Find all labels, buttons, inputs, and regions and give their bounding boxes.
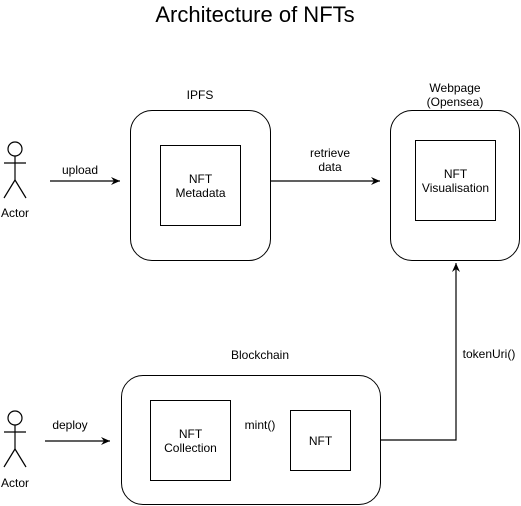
mint-label: mint()	[244, 418, 276, 432]
nft-visualisation-node: NFT Visualisation	[415, 140, 496, 221]
nft-node: NFT	[290, 410, 351, 471]
diagram-title: Architecture of NFTs	[155, 2, 355, 27]
actor-label-bottom: Actor	[0, 476, 29, 490]
actor-label-top: Actor	[0, 206, 29, 220]
webpage-label: Webpage (Opensea)	[426, 81, 484, 109]
deploy-label: deploy	[52, 418, 88, 432]
retrieve-data-label: retrieve data	[309, 146, 350, 174]
upload-label: upload	[61, 163, 99, 177]
actor-figure-bottom	[3, 410, 27, 468]
token-uri-arrow	[381, 263, 460, 441]
ipfs-label: IPFS	[186, 88, 214, 102]
blockchain-label: Blockchain	[230, 348, 290, 362]
token-uri-label: tokenUri()	[462, 347, 516, 361]
nft-metadata-node: NFT Metadata	[160, 145, 241, 226]
nft-collection-node: NFT Collection	[150, 400, 231, 481]
actor-figure-top	[3, 141, 27, 199]
webpage-container	[390, 110, 520, 261]
